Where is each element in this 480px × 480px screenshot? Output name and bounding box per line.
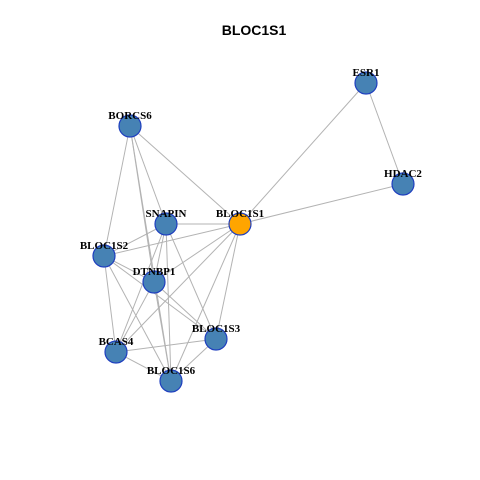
node-bloc1s1[interactable]: BLOC1S1 xyxy=(216,208,264,236)
node-bloc1s2[interactable]: BLOC1S2 xyxy=(80,240,129,268)
node-label: BLOC1S1 xyxy=(216,208,264,220)
node-circle[interactable] xyxy=(118,114,142,138)
node-circle[interactable] xyxy=(204,327,228,351)
edge-bloc1s2-bloc1s3 xyxy=(103,255,217,340)
edge-snapin-bloc1s2 xyxy=(103,223,167,257)
edge-borcs6-bloc1s1 xyxy=(129,125,241,225)
edge-bloc1s1-bloc1s6 xyxy=(170,223,241,382)
node-label: BCAS4 xyxy=(99,336,134,348)
edge-snapin-bloc1s3 xyxy=(165,223,217,340)
edge-dtnbp1-bcas4 xyxy=(115,281,155,353)
node-circle[interactable] xyxy=(154,212,178,236)
edge-bloc1s1-bloc1s3 xyxy=(215,223,241,340)
edge-bloc1s2-bloc1s6 xyxy=(103,255,172,382)
node-circle[interactable] xyxy=(142,270,166,294)
node-circle[interactable] xyxy=(159,369,183,393)
node-label: BORCS6 xyxy=(108,110,152,122)
node-circle[interactable] xyxy=(104,340,128,364)
node-bcas4[interactable]: BCAS4 xyxy=(99,336,134,364)
edge-layer xyxy=(103,82,404,382)
edge-snapin-bloc1s6 xyxy=(165,223,172,382)
edge-bloc1s1-bcas4 xyxy=(115,223,241,353)
node-label: DTNBP1 xyxy=(133,266,176,278)
node-snapin[interactable]: SNAPIN xyxy=(146,208,187,236)
node-esr1[interactable]: ESR1 xyxy=(353,67,380,95)
node-label: BLOC1S6 xyxy=(147,365,196,377)
graph-title: BLOC1S1 xyxy=(222,22,287,38)
edge-borcs6-snapin xyxy=(129,125,167,225)
edge-esr1-bloc1s1 xyxy=(239,82,367,225)
node-label: ESR1 xyxy=(353,67,380,79)
node-dtnbp1[interactable]: DTNBP1 xyxy=(133,266,176,294)
edge-esr1-hdac2 xyxy=(365,82,404,185)
edge-dtnbp1-bloc1s6 xyxy=(153,281,172,382)
node-hdac2[interactable]: HDAC2 xyxy=(384,168,422,196)
edge-bloc1s3-bcas4 xyxy=(115,338,217,353)
edge-bloc1s2-bcas4 xyxy=(103,255,117,353)
node-label: BLOC1S2 xyxy=(80,240,129,252)
node-circle[interactable] xyxy=(354,71,378,95)
node-circle[interactable] xyxy=(391,172,415,196)
node-label: SNAPIN xyxy=(146,208,187,220)
node-label: BLOC1S3 xyxy=(192,323,241,335)
node-bloc1s3[interactable]: BLOC1S3 xyxy=(192,323,241,351)
edge-dtnbp1-bloc1s3 xyxy=(153,281,217,340)
node-borcs6[interactable]: BORCS6 xyxy=(108,110,152,138)
edge-bloc1s1-bloc1s2 xyxy=(103,223,241,257)
edge-borcs6-bloc1s2 xyxy=(103,125,131,257)
node-circle[interactable] xyxy=(92,244,116,268)
edge-hdac2-bloc1s1 xyxy=(239,183,404,225)
edge-bloc1s1-dtnbp1 xyxy=(153,223,241,283)
node-bloc1s6[interactable]: BLOC1S6 xyxy=(147,365,196,393)
node-circle[interactable] xyxy=(228,212,252,236)
node-label: HDAC2 xyxy=(384,168,422,180)
edge-snapin-bcas4 xyxy=(115,223,167,353)
